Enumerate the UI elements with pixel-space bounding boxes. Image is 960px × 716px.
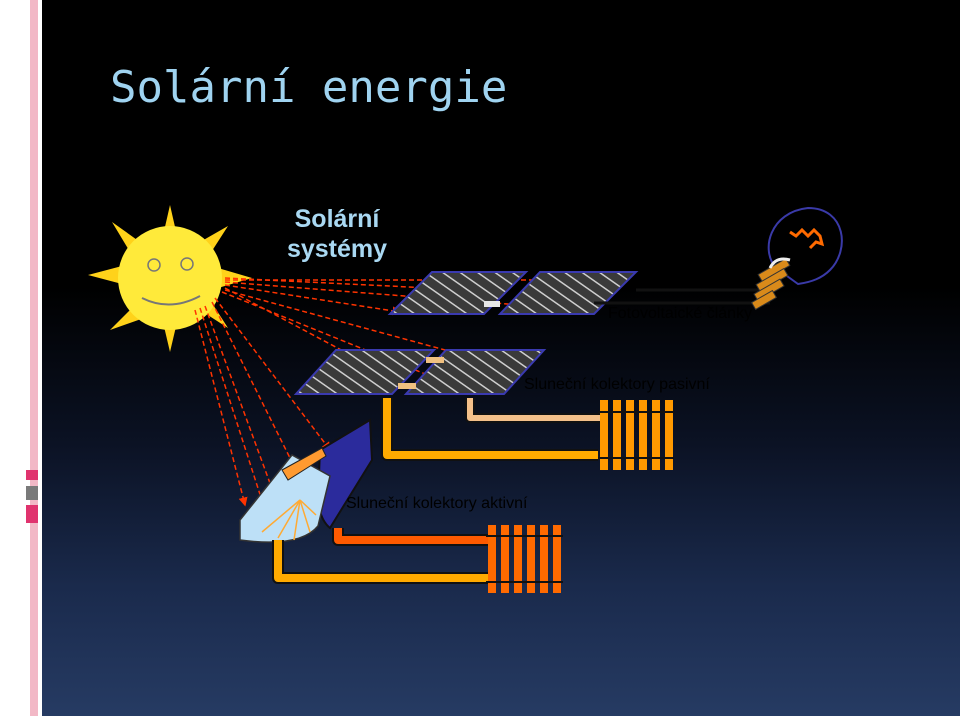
sun-rays: [194, 275, 562, 512]
passive-heating-system: [381, 398, 674, 470]
diagram-heading-line1: Solární: [294, 205, 380, 233]
decor-bar: [30, 0, 38, 716]
passive-collectors-label: Sluneční kolektory pasivní: [524, 376, 710, 393]
active-collectors-label: Sluneční kolektory aktivní: [346, 495, 528, 512]
active-heating-system: [272, 525, 563, 593]
diagram-heading: Solární systémy: [262, 204, 412, 264]
passive-collector-panels: [293, 349, 547, 395]
sun-icon: [88, 205, 252, 352]
left-decoration: [0, 0, 42, 716]
decor-block: [26, 486, 38, 500]
page-title: Solární energie: [110, 62, 508, 113]
decor-block: [26, 505, 38, 523]
diagram-heading-line2: systémy: [286, 235, 388, 263]
active-collector: [239, 418, 374, 543]
decor-block: [26, 470, 38, 480]
light-bulb-icon: [750, 206, 843, 311]
photovoltaic-label: Fotovoltaické články: [608, 305, 753, 322]
photovoltaic-panels: [387, 271, 770, 315]
